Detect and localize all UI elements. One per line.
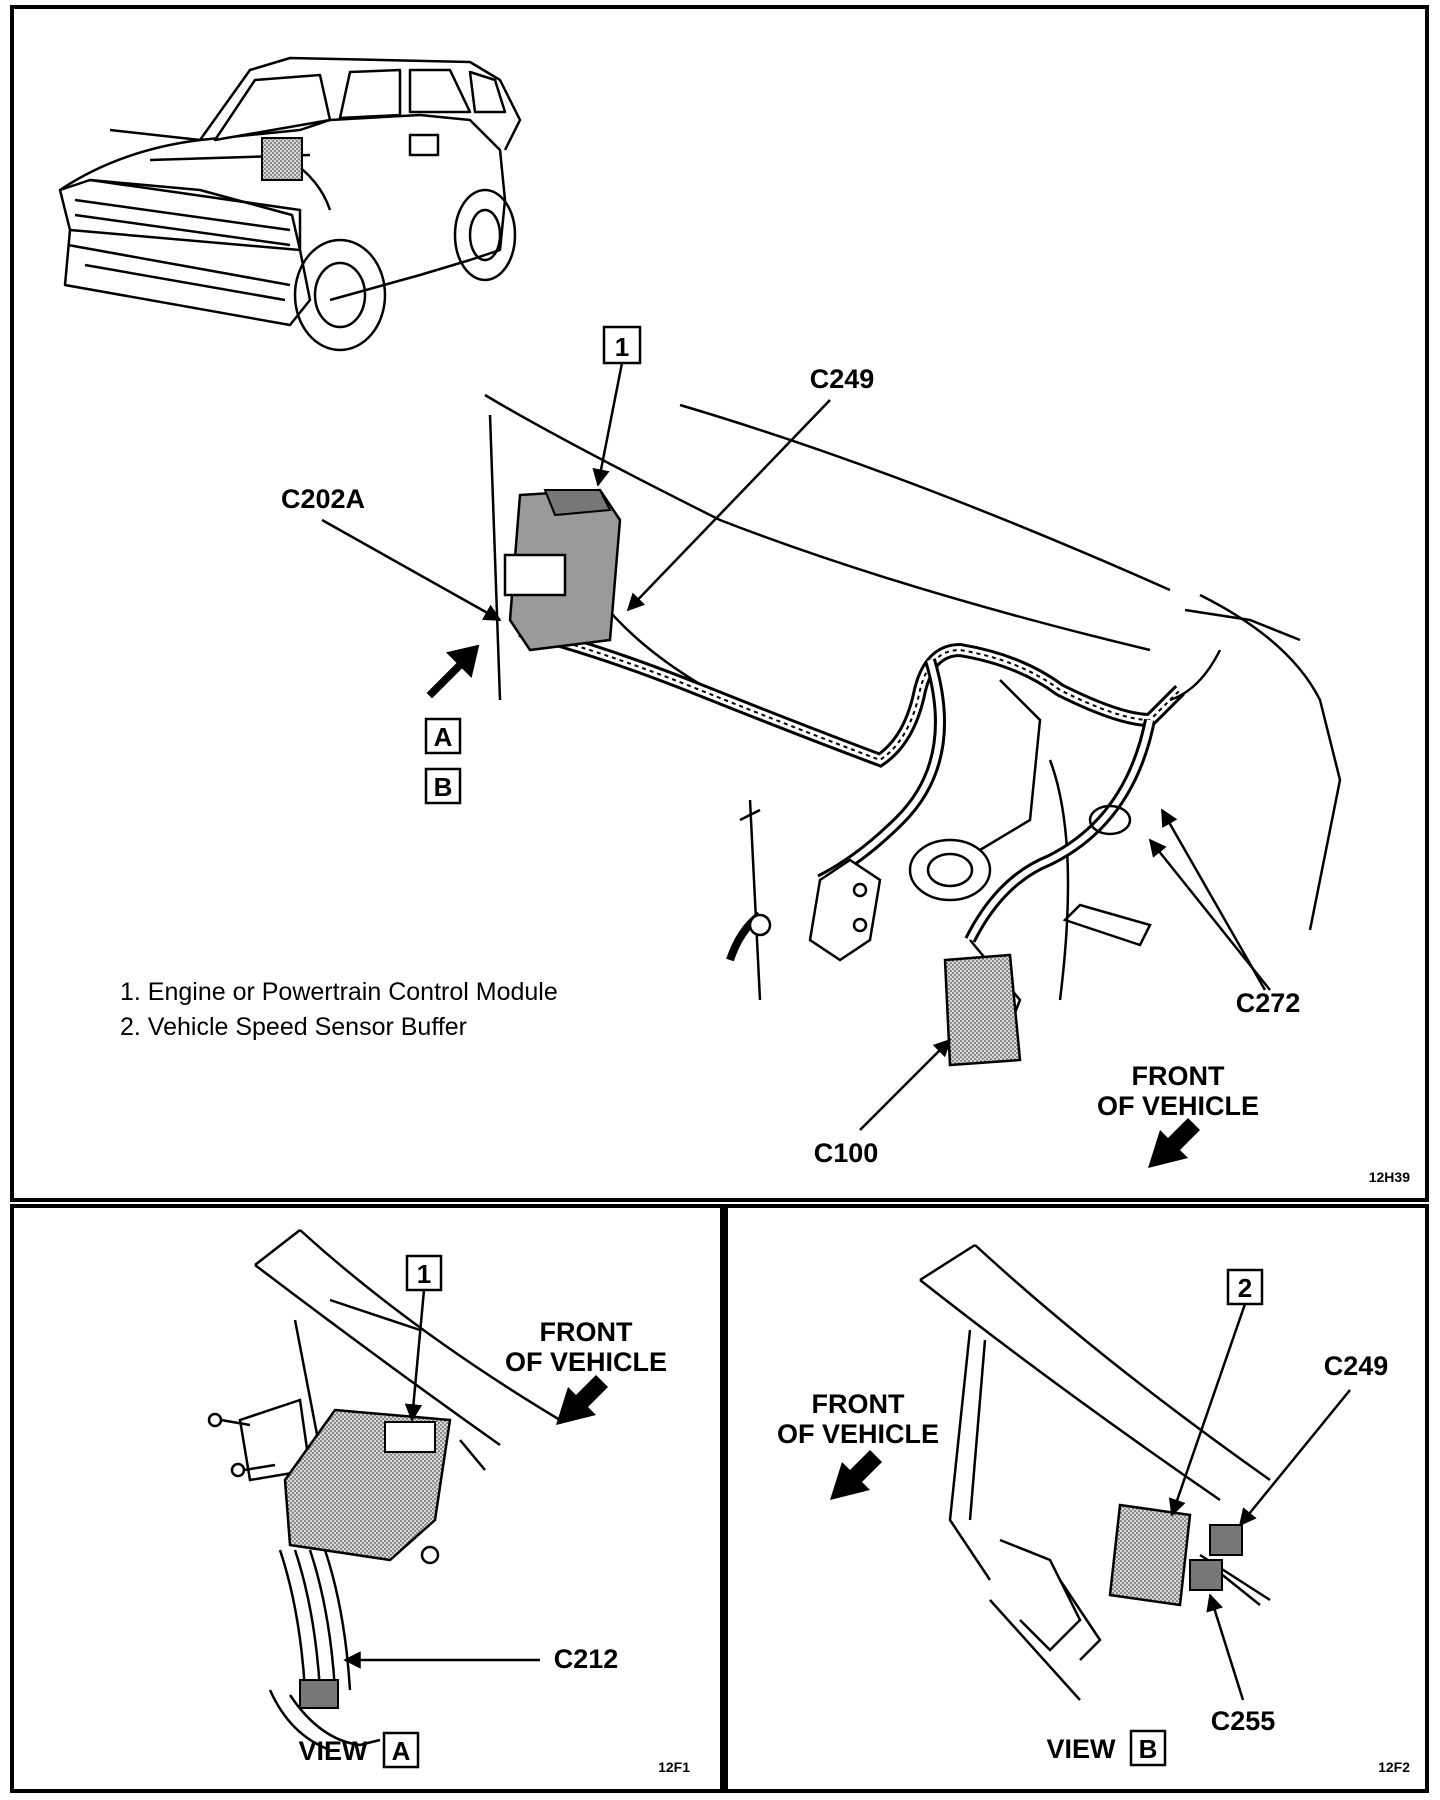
c202a-connector [503, 553, 567, 597]
view-ref-box-b [424, 767, 462, 805]
vss-buffer-module [1108, 1503, 1192, 1607]
view-ref-a: A [434, 722, 453, 752]
label-c249: C249 [810, 364, 875, 394]
leader-c272-a [1160, 808, 1267, 991]
label-c255: C255 [1211, 1706, 1276, 1736]
suv-illustration [58, 56, 522, 352]
view-b-title-box [1129, 1729, 1167, 1767]
figure-code-view-a: 12F1 [658, 1759, 690, 1775]
view-ref-box-a [424, 717, 462, 755]
view-a-title-letter: A [392, 1736, 411, 1766]
view-a-frame [10, 1204, 724, 1793]
view-ref-b: B [434, 772, 453, 802]
leader-c255 [1206, 1593, 1245, 1701]
leader-callout-1 [592, 362, 624, 487]
c255-connector [1189, 1559, 1223, 1591]
view-b-frame [724, 1204, 1429, 1793]
callout-box-1 [602, 325, 642, 365]
pcm-module-top [543, 489, 612, 517]
c100-connector [943, 953, 1022, 1067]
callout-number-view-a: 1 [417, 1259, 431, 1289]
view-b-illustration [919, 1243, 1271, 1701]
label-c212: C212 [554, 1644, 619, 1674]
view-a-title-box [382, 1731, 420, 1769]
label-c100: C100 [814, 1138, 879, 1168]
c249-connector-view-b [1209, 1524, 1243, 1556]
front-arrow-main [1148, 1118, 1200, 1168]
front-label-main-line1: FRONT [1132, 1061, 1225, 1091]
label-c249-view-b: C249 [1324, 1351, 1389, 1381]
main-view-frame [10, 5, 1429, 1202]
label-c202a: C202A [281, 484, 365, 514]
view-b-title-letter: B [1139, 1734, 1158, 1764]
callout-number-1: 1 [615, 332, 629, 362]
callout-box-view-a [405, 1254, 443, 1292]
figure-code-view-b: 12F2 [1378, 1759, 1410, 1775]
figure-code-main: 12H39 [1369, 1169, 1410, 1185]
front-label-view-a-line2: OF VEHICLE [505, 1347, 667, 1377]
legend-item-1: 1. Engine or Powertrain Control Module [120, 978, 558, 1006]
view-direction-arrow [426, 644, 480, 699]
c212-connector [299, 1679, 339, 1709]
leader-callout-view-a [404, 1289, 426, 1422]
front-label-view-b-line2: OF VEHICLE [777, 1419, 939, 1449]
label-c272: C272 [1236, 988, 1301, 1018]
front-label-view-b-line1: FRONT [812, 1389, 905, 1419]
view-a-title-word: VIEW [298, 1736, 368, 1766]
legend-item-2: 2. Vehicle Speed Sensor Buffer [120, 1013, 467, 1041]
leader-c272-b [1148, 838, 1271, 991]
front-label-main-line2: OF VEHICLE [1097, 1091, 1259, 1121]
front-label-view-a-line1: FRONT [540, 1317, 633, 1347]
front-arrow-view-a [556, 1375, 608, 1425]
view-b-title-word: VIEW [1046, 1734, 1116, 1764]
leader-callout-view-b [1168, 1303, 1247, 1517]
pcm-connector-view-a [384, 1421, 436, 1453]
front-arrow-view-b [830, 1450, 882, 1500]
leader-c202a [321, 518, 502, 622]
callout-number-view-b: 2 [1238, 1273, 1252, 1303]
leader-c100 [859, 1038, 952, 1131]
wiring-harness [518, 623, 1222, 962]
leader-c249-view-b [1238, 1389, 1351, 1527]
leader-c249 [626, 399, 831, 612]
module-location-highlight [261, 137, 303, 181]
